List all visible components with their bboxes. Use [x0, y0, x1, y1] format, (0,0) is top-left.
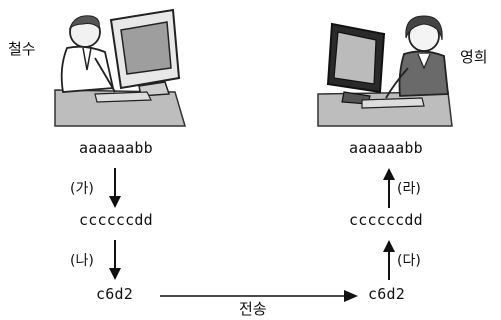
transmit-label: 전송: [239, 300, 267, 318]
sender-original-data: aaaaaabb: [79, 139, 153, 157]
receiver-original-data: aaaaaabb: [349, 139, 423, 157]
up-arrow-icon: [383, 168, 395, 208]
down-arrow-icon: [109, 168, 121, 208]
receiver-intermediate-data: ccccccdd: [349, 211, 423, 229]
transmit-arrow-icon: [160, 290, 358, 302]
step-ga-label: (가): [70, 181, 94, 197]
sender-illustration: [54, 8, 187, 127]
sender-intermediate-data: ccccccdd: [79, 211, 153, 229]
sender-encoded-data: c6d2: [96, 285, 133, 303]
down-arrow-icon: [109, 240, 121, 280]
receiver-name: 영희: [460, 48, 488, 66]
receiver-illustration: [317, 15, 453, 127]
step-da-label: (다): [397, 253, 421, 269]
sender-name: 철수: [8, 40, 36, 58]
step-ra-label: (라): [397, 181, 421, 197]
up-arrow-icon: [383, 240, 395, 280]
step-na-label: (나): [70, 253, 94, 269]
receiver-encoded-data: c6d2: [368, 285, 405, 303]
